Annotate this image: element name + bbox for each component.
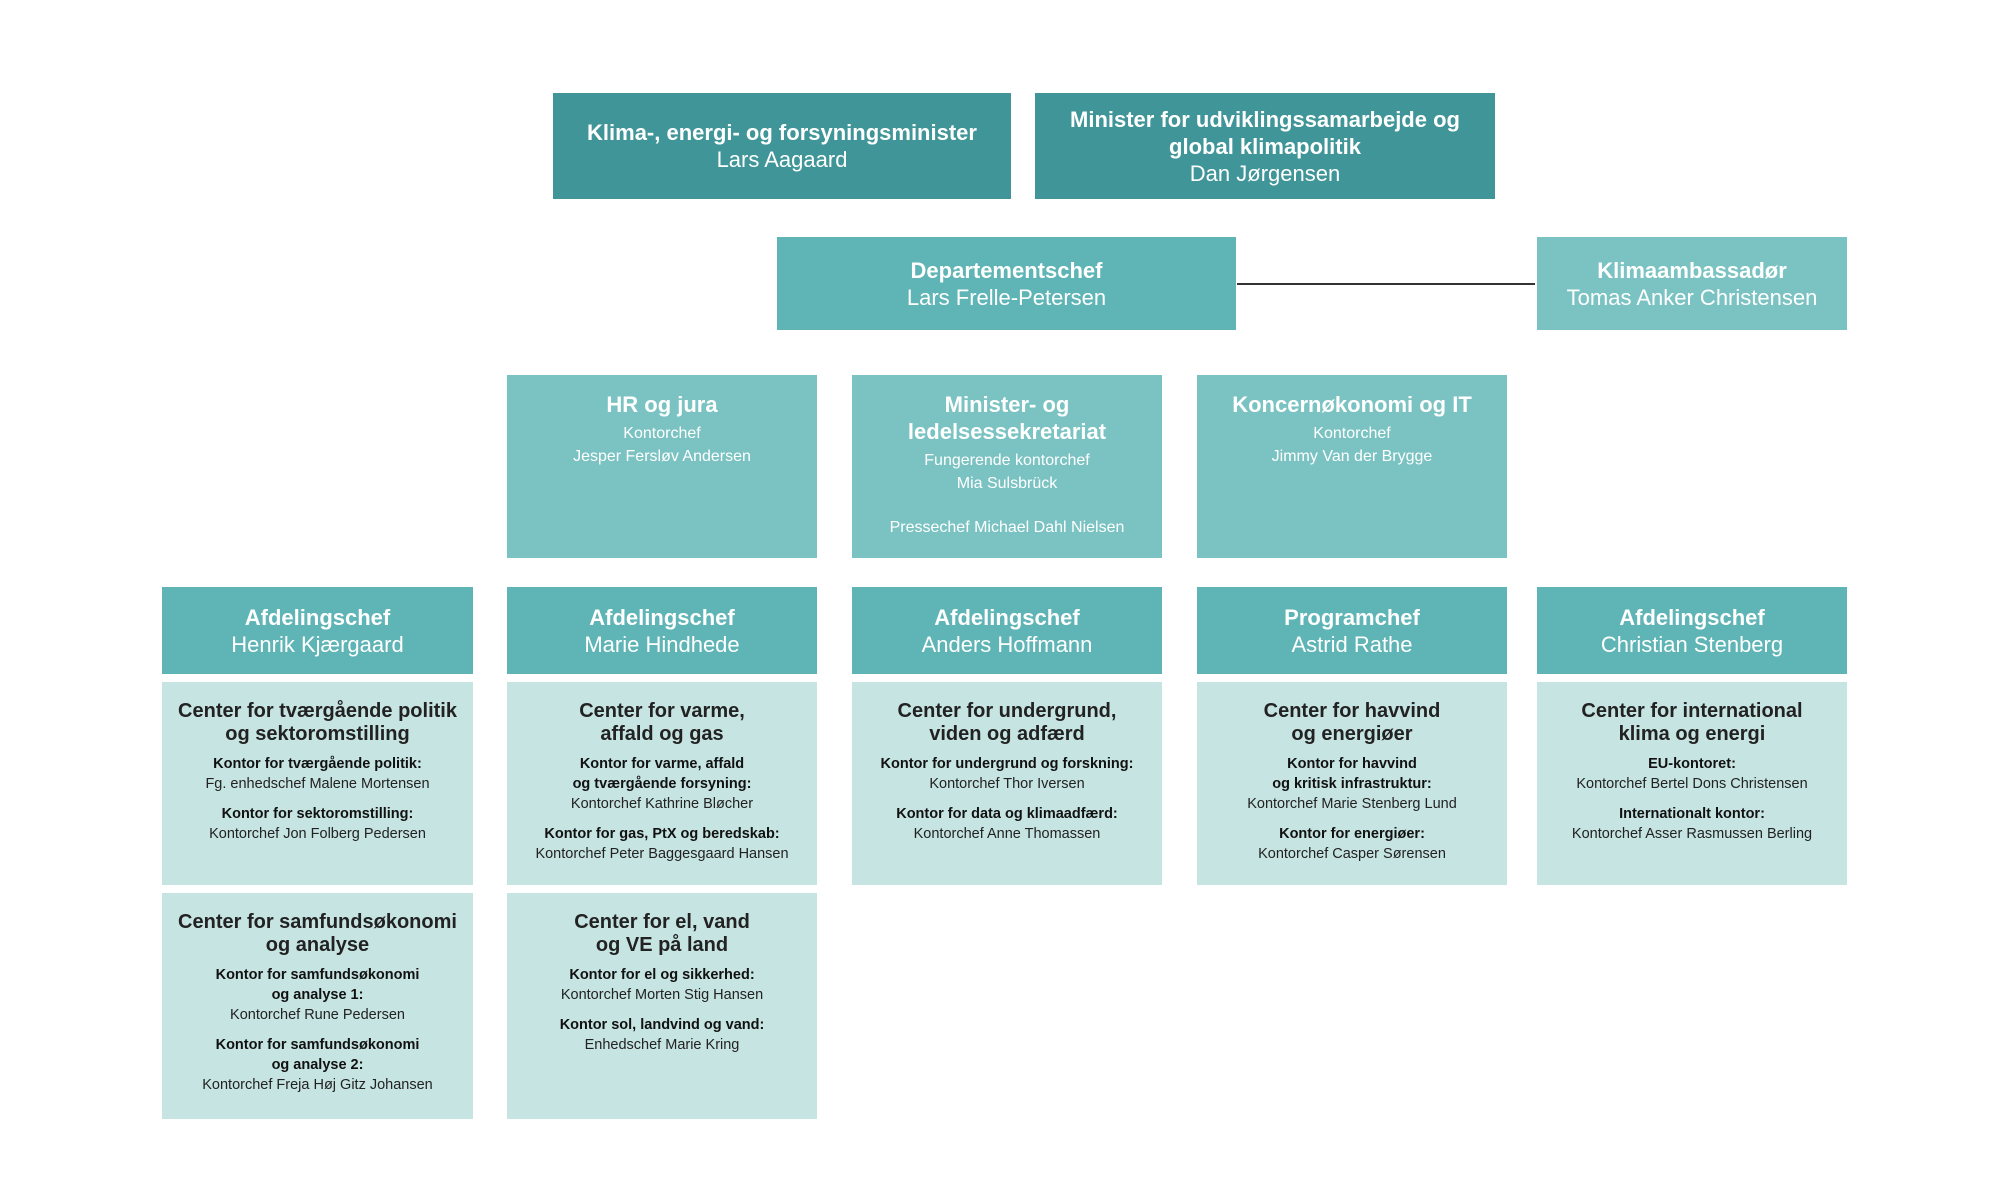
minister-title: Minister for udviklingssamarbejde og glo… <box>1070 106 1460 159</box>
department-title: Afdelingschef <box>934 604 1080 630</box>
center-title: Center for samfundsøkonomi og analyse <box>178 911 457 956</box>
center-box: Center for el, vand og VE på land Kontor… <box>507 893 817 1119</box>
center-box: Center for international klima og energi… <box>1537 682 1847 885</box>
office-title: HR og jura <box>606 392 718 417</box>
center-title: Center for international klima og energi <box>1581 700 1803 745</box>
center-title: Center for undergrund, viden og adfærd <box>897 700 1117 745</box>
unit-label: Kontor sol, landvind og vand: <box>559 1017 765 1033</box>
department-title: Programchef <box>1284 604 1420 630</box>
center-title: Center for tværgående politik og sektoro… <box>178 700 457 745</box>
connector-line <box>1237 283 1535 285</box>
unit-label: Kontor for data og klimaadfærd: <box>896 806 1118 822</box>
department-head-box: Afdelingschef Anders Hoffmann <box>852 587 1162 674</box>
office-box-hr: HR og jura Kontorchef Jesper Fersløv And… <box>507 375 817 558</box>
office-role: Kontorchef <box>623 425 701 442</box>
center-box: Center for tværgående politik og sektoro… <box>162 682 473 885</box>
minister-box: Minister for udviklingssamarbejde og glo… <box>1035 93 1495 199</box>
department-head-name: Henrik Kjærgaard <box>231 631 404 657</box>
secretary-name: Lars Frelle-Petersen <box>906 284 1107 310</box>
unit-head: Kontorchef Asser Rasmussen Berling <box>1571 826 1813 842</box>
office-box-secretariat: Minister- og ledelsessekretariat Fungere… <box>852 375 1162 558</box>
ambassador-name: Tomas Anker Christensen <box>1566 284 1818 310</box>
department-title: Afdelingschef <box>244 604 391 630</box>
ambassador-box: Klimaambassadør Tomas Anker Christensen <box>1537 237 1847 330</box>
unit-head: Enhedschef Marie Kring <box>584 1037 740 1053</box>
office-role: Fungerende kontorchef <box>924 452 1090 469</box>
ambassador-title: Klimaambassadør <box>1597 257 1787 283</box>
center-title: Center for havvind og energiøer <box>1263 700 1441 745</box>
center-box: Center for varme, affald og gas Kontor f… <box>507 682 817 885</box>
center-title: Center for varme, affald og gas <box>579 700 745 745</box>
unit-head: Kontorchef Kathrine Bløcher <box>570 796 754 812</box>
office-box-finance-it: Koncernøkonomi og IT Kontorchef Jimmy Va… <box>1197 375 1507 558</box>
office-title: Minister- og ledelsessekretariat <box>907 392 1107 444</box>
center-title: Center for el, vand og VE på land <box>574 911 750 956</box>
minister-box: Klima-, energi- og forsyningsminister La… <box>553 93 1011 199</box>
secretary-title: Departementschef <box>910 257 1103 283</box>
unit-head: Kontorchef Jon Folberg Pedersen <box>209 826 426 842</box>
unit-label: Kontor for undergrund og forskning: <box>880 756 1134 772</box>
department-title: Afdelingschef <box>1619 604 1765 630</box>
office-role: Kontorchef <box>1313 425 1391 442</box>
center-box: Center for samfundsøkonomi og analyse Ko… <box>162 893 473 1119</box>
unit-head: Kontorchef Freja Høj Gitz Johansen <box>202 1077 433 1093</box>
department-head-box: Afdelingschef Henrik Kjærgaard <box>162 587 473 674</box>
unit-label: Kontor for havvind og kritisk infrastruk… <box>1272 756 1432 792</box>
unit-head: Kontorchef Anne Thomassen <box>913 826 1101 842</box>
office-press-chief: Pressechef Michael Dahl Nielsen <box>889 519 1125 536</box>
department-head-name: Astrid Rathe <box>1291 631 1413 657</box>
secretary-box: Departementschef Lars Frelle-Petersen <box>777 237 1236 330</box>
unit-head: Kontorchef Morten Stig Hansen <box>560 987 764 1003</box>
unit-label: Internationalt kontor: <box>1619 806 1765 822</box>
unit-label: Kontor for gas, PtX og beredskab: <box>544 826 780 842</box>
unit-label: EU-kontoret: <box>1648 756 1736 772</box>
unit-label: Kontor for samfundsøkonomi og analyse 2: <box>215 1037 420 1073</box>
center-box: Center for havvind og energiøer Kontor f… <box>1197 682 1507 885</box>
unit-label: Kontor for varme, affald og tværgående f… <box>572 756 752 792</box>
unit-head: Kontorchef Peter Baggesgaard Hansen <box>535 846 789 862</box>
department-head-box: Programchef Astrid Rathe <box>1197 587 1507 674</box>
department-head-box: Afdelingschef Marie Hindhede <box>507 587 817 674</box>
center-box: Center for undergrund, viden og adfærd K… <box>852 682 1162 885</box>
office-head: Jesper Fersløv Andersen <box>573 448 751 465</box>
unit-head: Fg. enhedschef Malene Mortensen <box>205 776 430 792</box>
unit-head: Kontorchef Rune Pedersen <box>230 1007 405 1023</box>
minister-name: Lars Aagaard <box>716 147 848 172</box>
unit-label: Kontor for samfundsøkonomi og analyse 1: <box>215 967 420 1003</box>
minister-name: Dan Jørgensen <box>1189 160 1341 186</box>
unit-head: Kontorchef Bertel Dons Christensen <box>1576 776 1808 792</box>
minister-title: Klima-, energi- og forsyningsminister <box>587 120 977 145</box>
department-head-name: Anders Hoffmann <box>921 631 1093 657</box>
department-head-name: Christian Stenberg <box>1600 631 1784 657</box>
department-head-box: Afdelingschef Christian Stenberg <box>1537 587 1847 674</box>
office-title: Koncernøkonomi og IT <box>1232 392 1472 417</box>
unit-label: Kontor for energiøer: <box>1279 826 1425 842</box>
unit-head: Kontorchef Thor Iversen <box>929 776 1085 792</box>
unit-head: Kontorchef Casper Sørensen <box>1258 846 1446 862</box>
office-head: Mia Sulsbrück <box>956 475 1058 492</box>
department-title: Afdelingschef <box>589 604 735 630</box>
department-head-name: Marie Hindhede <box>584 631 740 657</box>
unit-head: Kontorchef Marie Stenberg Lund <box>1247 796 1457 812</box>
unit-label: Kontor for el og sikkerhed: <box>569 967 755 983</box>
unit-label: Kontor for tværgående politik: <box>213 756 422 772</box>
unit-label: Kontor for sektoromstilling: <box>221 806 414 822</box>
office-head: Jimmy Van der Brygge <box>1271 448 1433 465</box>
